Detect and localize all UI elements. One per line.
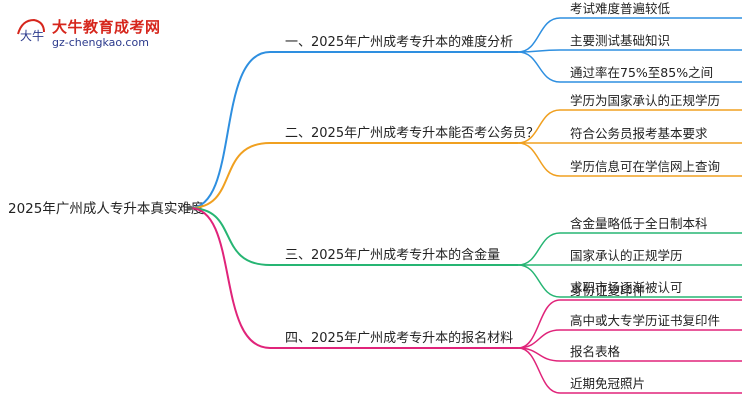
leaf-label: 主要测试基础知识 — [570, 33, 670, 48]
branch-connector — [189, 51, 518, 209]
leaf-label: 符合公务员报考基本要求 — [570, 126, 708, 141]
leaf-connector — [517, 51, 742, 83]
leaf-connector — [517, 299, 742, 349]
leaf-connector — [517, 109, 742, 144]
leaf-connector — [517, 232, 742, 266]
branch-label: 一、2025年广州成考专升本的难度分析 — [285, 34, 513, 50]
leaf-label: 学历信息可在学信网上查询 — [570, 159, 720, 174]
branch-connector — [189, 142, 518, 209]
leaf-connector — [517, 347, 742, 362]
root-connector-dot — [187, 205, 193, 211]
branch-connector — [189, 207, 518, 266]
branch-label: 二、2025年广州成考专升本能否考公务员？ — [285, 125, 539, 141]
leaf-label: 学历为国家承认的正规学历 — [570, 93, 720, 108]
branch-label: 三、2025年广州成考专升本的含金量 — [285, 247, 500, 263]
leaf-label: 国家承认的正规学历 — [570, 248, 683, 263]
leaf-connector — [517, 17, 742, 53]
logo-mark-icon: 大牛 — [17, 18, 45, 43]
logo-url: gz-chengkao.com — [52, 36, 149, 49]
leaf-label: 报名表格 — [570, 344, 621, 359]
leaf-connector — [517, 49, 742, 53]
site-logo[interactable]: 大牛 大牛教育成考网 gz-chengkao.com — [14, 14, 174, 54]
leaf-connector — [517, 264, 742, 298]
leaf-label: 含金量略低于全日制本科 — [570, 216, 708, 231]
leaf-label: 近期免冠照片 — [570, 376, 645, 391]
logo-title: 大牛教育成考网 — [52, 18, 161, 36]
leaf-connector — [517, 142, 742, 177]
leaf-label: 高中或大专学历证书复印件 — [570, 313, 720, 328]
leaf-connector — [517, 347, 742, 394]
root-node: 2025年广州成人专升本真实难度 — [8, 201, 204, 217]
leaf-label: 求职市场逐渐被认可 — [570, 280, 683, 295]
leaf-label: 通过率在75%至85%之间 — [570, 65, 713, 80]
leaf-label: 身份证复印件 — [570, 283, 645, 298]
branch-label: 四、2025年广州成考专升本的报名材料 — [285, 330, 513, 346]
leaf-label: 考试难度普遍较低 — [570, 1, 671, 16]
branch-connector — [189, 207, 518, 349]
leaf-connector — [517, 329, 742, 349]
svg-text:大牛: 大牛 — [20, 28, 44, 43]
